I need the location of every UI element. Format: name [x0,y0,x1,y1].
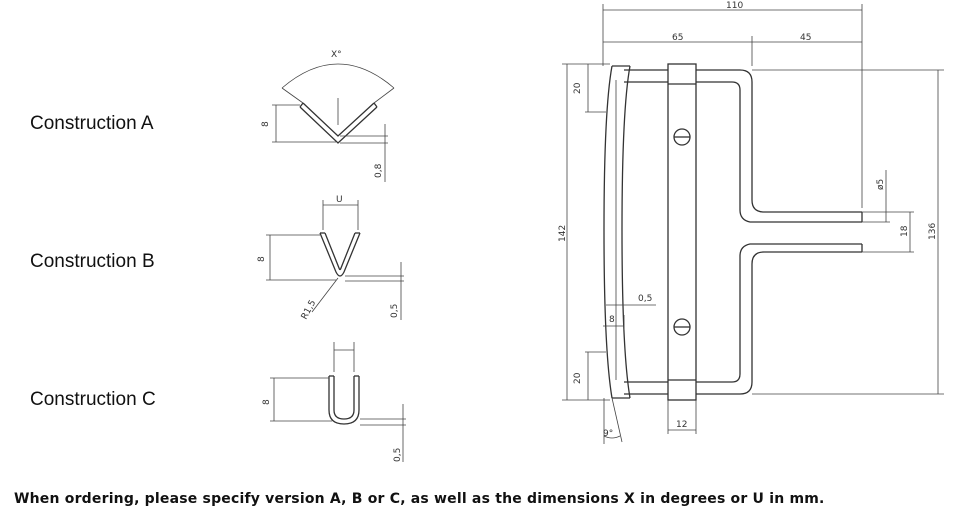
construction-b-label: Construction B [30,251,155,272]
main-drawing: 110 65 45 142 20 20 136 ø5 18 [558,1,944,444]
dim-rod-diameter: ø5 [876,179,886,190]
dim-top-height: 20 [573,82,583,94]
dim-rod-gap: 18 [900,225,910,237]
construction-b-inner [324,232,356,271]
construction-c-thickness-dim: 0,5 [393,448,403,462]
dim-left-width: 65 [672,33,683,43]
dim-bar-width: 12 [676,420,687,430]
construction-c-label: Construction C [30,389,156,410]
dim-right-width: 45 [800,33,811,43]
rod-top-outer [624,69,862,213]
construction-b-outer [319,232,361,277]
dim-bottom-height: 20 [573,372,583,384]
rod-bottom-outer [624,251,862,395]
construction-a-profile: X° 8 0,8 [261,50,395,182]
dim-blade-thickness: 0,5 [638,294,652,304]
rod-top-inner [624,81,862,223]
ordering-note: When ordering, please specify version A,… [14,491,825,507]
dim-angle: 9° [603,429,613,439]
construction-a-v-outer [299,106,378,144]
construction-b-thickness-dim: 0,5 [390,304,400,318]
construction-a-angle-dim: X° [331,50,342,60]
blade-outer-edge [603,65,613,399]
blade-inner-edge [621,65,631,399]
construction-b-height-dim: 8 [257,256,267,262]
dim-blade-width: 8 [609,315,615,325]
rod-bottom-inner [624,243,862,383]
construction-a-thickness-dim: 0,8 [374,163,384,178]
construction-b-radius-dim: R1,5 [300,299,318,322]
construction-b-profile: U 8 R1,5 0,5 [257,195,404,321]
dim-inner-height: 136 [928,223,938,240]
construction-b-width-dim: U [336,195,343,205]
construction-c-outer [328,376,360,425]
construction-a-height-dim: 8 [261,121,271,127]
construction-c-inner [333,376,355,420]
construction-a-label: Construction A [30,113,154,134]
dim-total-width: 110 [726,1,743,11]
construction-a-v-inner [302,102,375,137]
construction-c-profile: 8 0,5 [262,342,406,462]
construction-c-height-dim: 8 [262,399,272,405]
dim-total-height: 142 [558,225,568,242]
clamp-bar [667,63,697,401]
